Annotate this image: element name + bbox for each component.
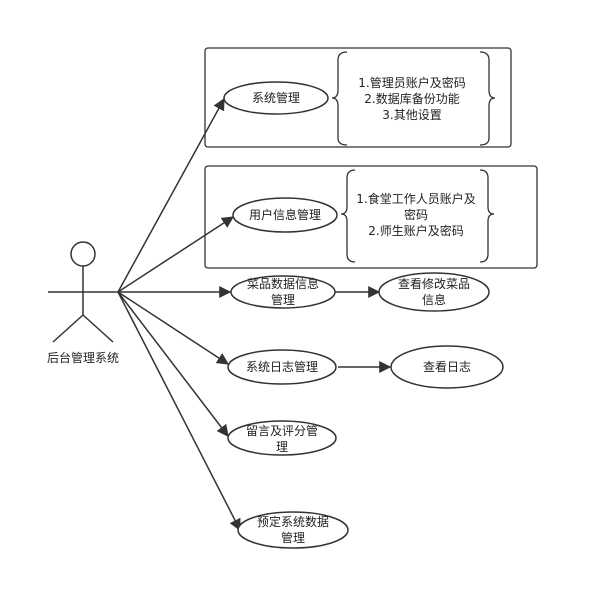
use-case-ellipse (230, 275, 336, 309)
arrow-to-system-mgmt (117, 97, 225, 293)
arrow-to-booking-system-mgmt (117, 291, 241, 532)
arrow-to-system-log-mgmt (117, 291, 230, 365)
use-case-ellipse (237, 511, 349, 549)
use-case-system-log-mgmt[interactable]: 系统日志管理 (227, 349, 337, 385)
actor-right-leg (82, 314, 114, 343)
use-case-ellipse (227, 349, 337, 385)
use-case-booking-system-mgmt[interactable]: 预定系统数据 管理 (237, 511, 349, 549)
user-info-mgmt-note: 1.食堂工作人员账户及 密码 2.师生账户及密码 (204, 165, 538, 269)
use-case-ellipse (378, 272, 490, 312)
system-mgmt-note: 1.管理员账户及密码 2.数据库备份功能 3.其他设置 (204, 47, 512, 148)
use-case-system-mgmt[interactable]: 系统管理 (223, 81, 329, 115)
use-case-user-info-mgmt[interactable]: 用户信息管理 (232, 197, 338, 233)
user-info-mgmt-note-box (204, 165, 538, 269)
left-brace (340, 169, 356, 263)
actor: 后台管理系统 (47, 241, 119, 365)
associations (117, 97, 392, 532)
use-case-label: 用户信息管理 (249, 207, 321, 222)
use-case-comment-rating-mgmt[interactable]: 留言及评分管 理 (227, 420, 337, 456)
use-case-label: 系统管理 (252, 90, 300, 105)
arrow-to-comment-rating-mgmt (117, 291, 229, 437)
use-case-ellipse (223, 81, 329, 115)
use-case-view-logs[interactable]: 查看日志 (390, 345, 504, 389)
actor-left-leg (52, 314, 84, 343)
note-line: 1.食堂工作人员账户及 (356, 191, 475, 206)
note-line: 密码 (404, 207, 428, 222)
use-case-label-line1: 查看修改菜品 (398, 276, 470, 291)
use-case-label-line2: 管理 (271, 292, 295, 307)
use-case-label-line2: 管理 (281, 530, 305, 545)
actor-head (70, 241, 96, 267)
use-case-dish-data-mgmt[interactable]: 菜品数据信息 管理 (230, 275, 336, 309)
system-mgmt-note-box (204, 47, 512, 148)
use-case-ellipse (390, 345, 504, 389)
use-case-ellipse (227, 420, 337, 456)
right-brace (479, 169, 495, 263)
note-line: 1.管理员账户及密码 (358, 75, 465, 90)
use-case-label: 系统日志管理 (246, 359, 318, 374)
use-case-ellipse (232, 197, 338, 233)
note-line: 3.其他设置 (382, 108, 441, 122)
use-case-label-line1: 预定系统数据 (257, 514, 329, 529)
use-case-label-line1: 菜品数据信息 (247, 276, 319, 291)
use-case-view-edit-dishes[interactable]: 查看修改菜品 信息 (378, 272, 490, 312)
actor-label: 后台管理系统 (47, 350, 119, 365)
use-case-label-line2: 理 (276, 440, 288, 454)
right-brace (479, 51, 496, 146)
use-case-label: 查看日志 (423, 360, 471, 374)
arrow-to-user-info-mgmt (117, 216, 235, 293)
use-case-label-line1: 留言及评分管 (246, 423, 318, 438)
note-line: 2.师生账户及密码 (368, 223, 463, 238)
use-case-label-line2: 信息 (422, 292, 446, 307)
note-line: 2.数据库备份功能 (364, 91, 459, 106)
left-brace (331, 51, 348, 146)
